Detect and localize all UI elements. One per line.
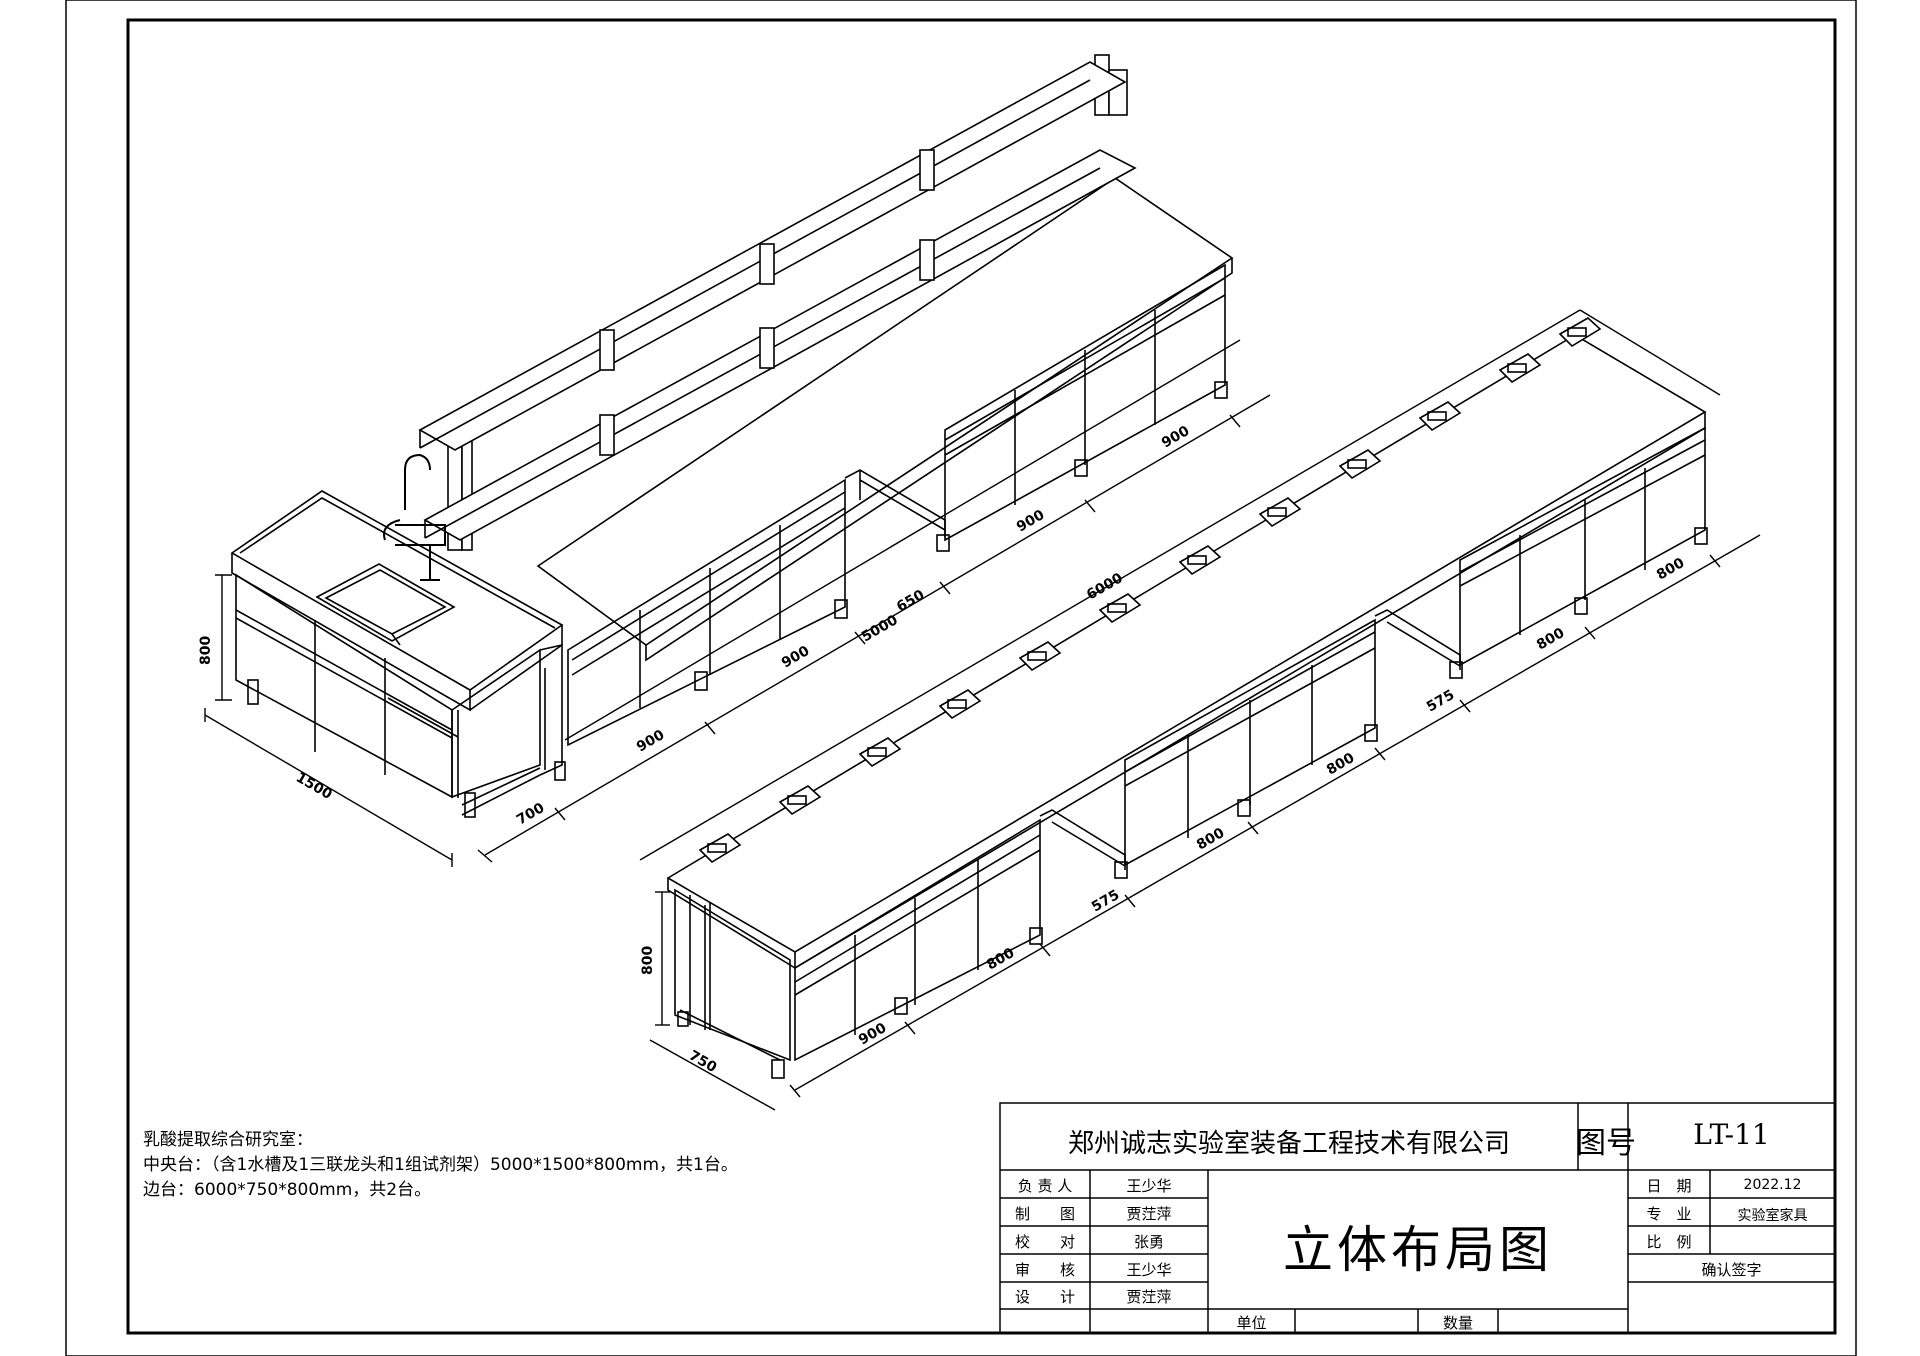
role-label-4: 审 核 — [1014, 1261, 1075, 1279]
dim-side-800b: 800 — [1194, 825, 1228, 854]
dim-center-depth: 1500 — [293, 770, 335, 803]
role-name-2: 贾茳萍 — [1126, 1205, 1172, 1223]
faucet — [383, 453, 446, 581]
title-block-grid — [999, 1102, 1836, 1334]
drawing-no-label: 图号 — [1576, 1126, 1636, 1161]
reagent-shelf — [418, 54, 1137, 551]
outer-border — [65, 0, 1857, 1356]
dim-center-700: 700 — [514, 800, 548, 829]
role-label-3: 校 对 — [1014, 1233, 1075, 1251]
dim-side-height: 800 — [640, 946, 656, 975]
role-label-2: 制 图 — [1014, 1205, 1075, 1223]
note-side-bench: 边台：6000*750*800mm，共2台。 — [143, 1180, 432, 1200]
dim-side-depth: 750 — [686, 1048, 720, 1077]
role-name-1: 王少华 — [1126, 1177, 1172, 1195]
center-bench — [230, 177, 1234, 818]
side-bench — [666, 334, 1708, 1079]
major-value: 实验室家具 — [1737, 1208, 1808, 1224]
confirm-signature-label: 确认签字 — [1701, 1261, 1762, 1279]
dim-side-800c: 800 — [1324, 750, 1358, 779]
note-room-title: 乳酸提取综合研究室： — [143, 1130, 313, 1150]
role-label-1: 负 责 人 — [1017, 1177, 1073, 1195]
dim-center-height: 800 — [198, 636, 214, 665]
qty-label: 数量 — [1442, 1314, 1473, 1332]
dim-center-650: 650 — [894, 587, 928, 616]
role-name-4: 王少华 — [1126, 1261, 1172, 1279]
drawing-title: 立体布局图 — [1283, 1221, 1553, 1279]
major-label: 专 业 — [1646, 1205, 1692, 1223]
dim-center-total: 5000 — [859, 612, 901, 645]
dim-center-900c: 900 — [1014, 507, 1048, 536]
role-name-5: 贾茳萍 — [1126, 1288, 1172, 1306]
role-name-3: 张勇 — [1133, 1233, 1164, 1251]
date-value: 2022.12 — [1743, 1177, 1802, 1193]
dim-center-900b: 900 — [779, 643, 813, 672]
dimension-lines — [204, 309, 1761, 1111]
power-outlets — [698, 317, 1602, 864]
dim-center-900d: 900 — [1159, 423, 1193, 452]
unit-label: 单位 — [1236, 1314, 1267, 1332]
date-label: 日 期 — [1646, 1177, 1692, 1195]
drawing-no: LT-11 — [1693, 1118, 1770, 1151]
dim-side-900a: 900 — [856, 1020, 890, 1049]
note-center-bench: 中央台：（含1水槽及1三联龙头和1组试剂架）5000*1500*800mm，共1… — [143, 1155, 738, 1175]
role-label-5: 设 计 — [1014, 1288, 1075, 1306]
scale-label: 比 例 — [1646, 1233, 1692, 1251]
drawing-frame — [126, 18, 1837, 1335]
company-name: 郑州诚志实验室装备工程技术有限公司 — [1067, 1129, 1510, 1159]
